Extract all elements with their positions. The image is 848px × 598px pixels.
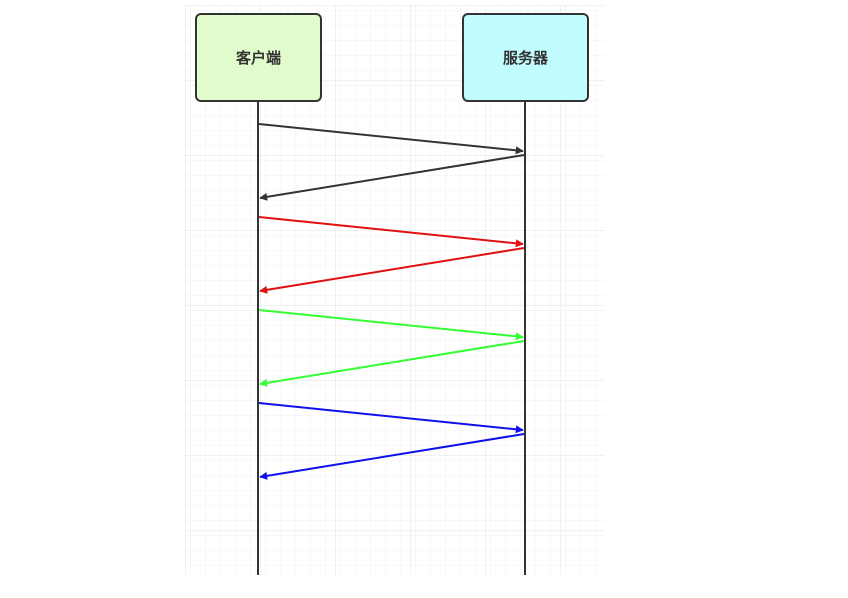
response-arrow [259,433,525,480]
client-actor[interactable]: 客户端 [195,13,322,102]
server-actor-label: 服务器 [503,49,549,67]
client-actor-label: 客户端 [235,49,281,67]
request-arrow [258,402,524,434]
request-arrow [258,309,524,341]
response-arrow [259,340,525,387]
message-arrows [258,123,525,480]
server-actor-box [462,13,589,102]
client-actor-box [195,13,322,102]
response-arrow [259,247,525,294]
request-arrow [258,216,524,248]
request-arrow [258,123,524,155]
server-actor[interactable]: 服务器 [462,13,589,102]
response-arrow [259,154,525,201]
